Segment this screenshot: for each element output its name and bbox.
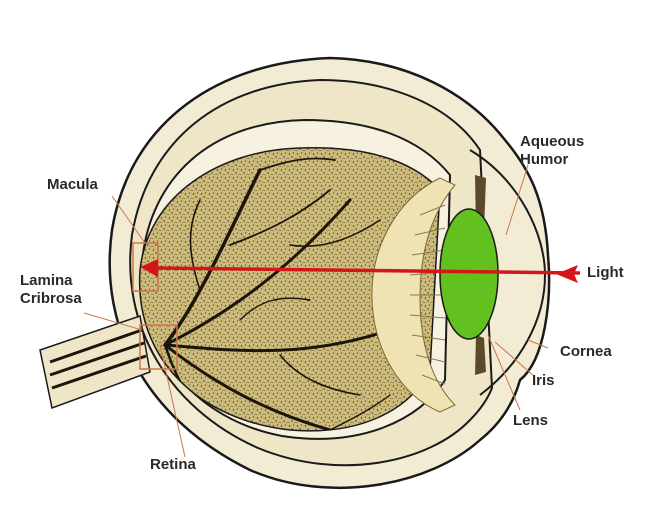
label-light: Light [587, 264, 624, 282]
label-lamina-cribrosa: Lamina Cribrosa [20, 272, 82, 308]
label-aqueous-line1: Aqueous [520, 133, 584, 151]
label-lamina-line2: Cribrosa [20, 290, 82, 308]
label-retina: Retina [150, 456, 196, 474]
label-aqueous-line2: Humor [520, 151, 584, 169]
label-lamina-line1: Lamina [20, 272, 82, 290]
label-macula: Macula [47, 176, 98, 194]
optic-nerve [40, 316, 150, 408]
label-cornea: Cornea [560, 343, 612, 361]
label-aqueous-humor: Aqueous Humor [520, 133, 584, 169]
label-lens: Lens [513, 412, 548, 430]
label-iris: Iris [532, 372, 555, 390]
lens [440, 209, 498, 339]
